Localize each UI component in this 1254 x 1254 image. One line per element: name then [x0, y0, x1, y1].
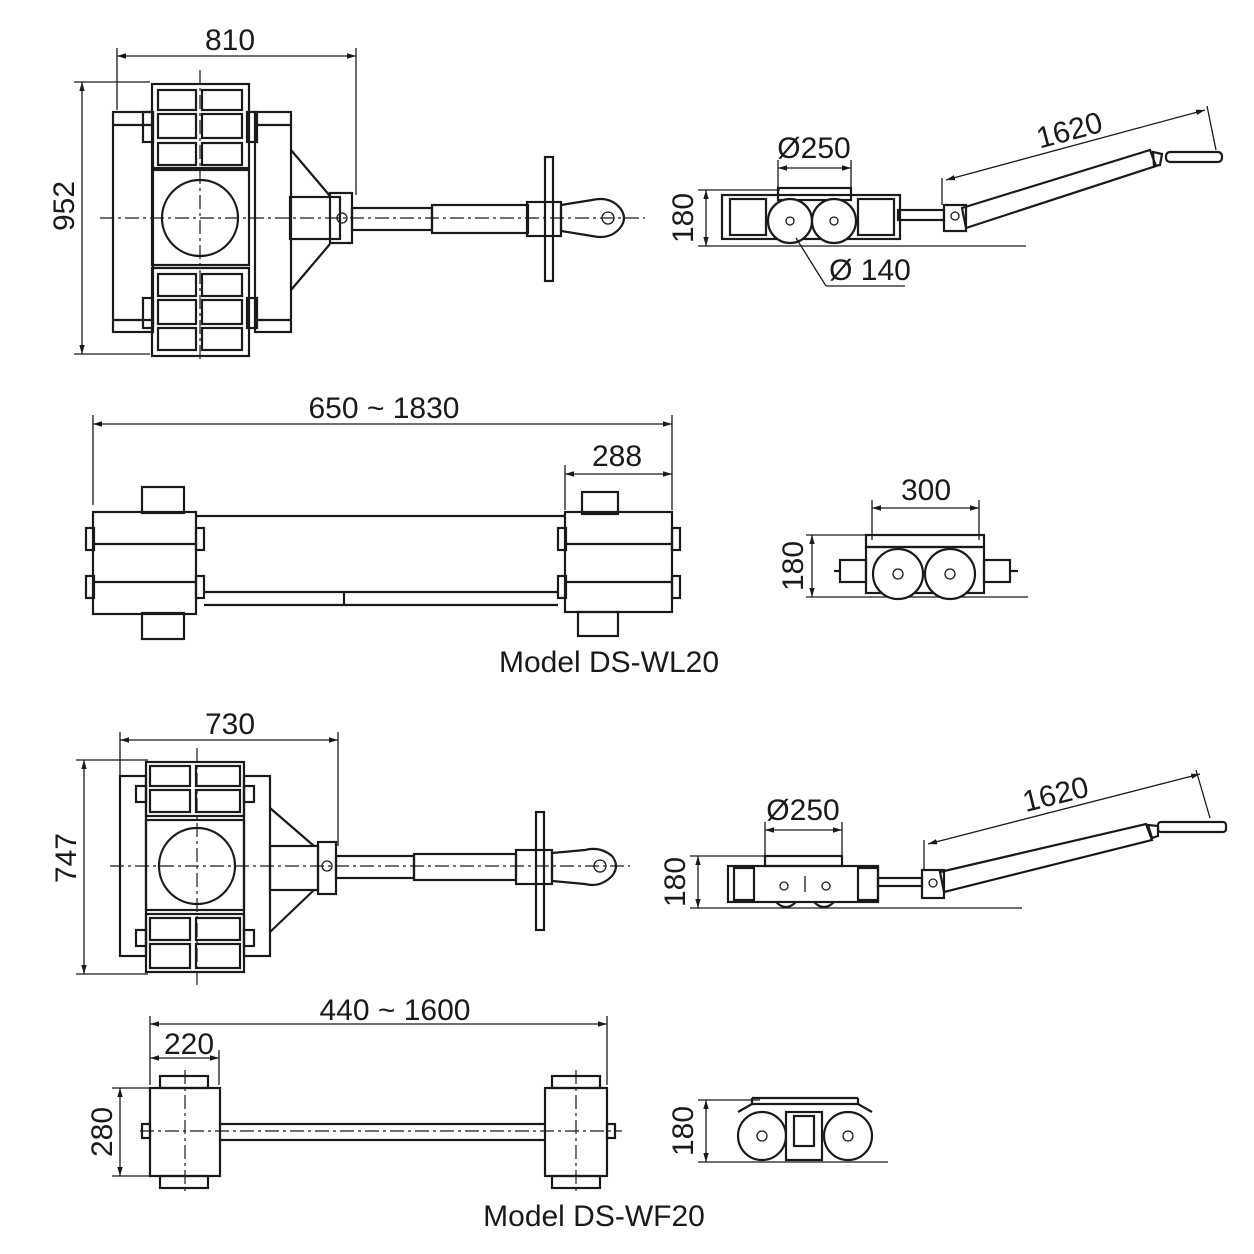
wf20-bottom-height-dim: 280	[86, 1107, 119, 1157]
wf20-end-height-dim: 180	[667, 1106, 700, 1156]
wl20-end-view: 300 180	[777, 474, 1028, 601]
wf20-handle-length: 1620	[1019, 771, 1092, 819]
wf20-end-view: 180	[667, 1096, 888, 1163]
wl20-end-height-dim: 180	[777, 541, 810, 591]
wl20-module-dim: 288	[592, 440, 642, 473]
wf20-top-width-dim: 730	[205, 708, 255, 741]
wf20-caption: Model DS-WF20	[483, 1200, 705, 1233]
wl20-top-height-dim: 952	[48, 181, 81, 231]
wl20-caption: Model DS-WL20	[499, 646, 719, 679]
wl20-side-height-dim: 180	[667, 193, 700, 243]
wl20-span-dim: 650 ~ 1830	[309, 392, 460, 425]
wf20-span-dim: 440 ~ 1600	[320, 994, 471, 1027]
wf20-side-height-dim: 180	[659, 857, 692, 907]
wl20-top-view: 810 952	[48, 24, 645, 360]
wf20-bottom-view: 440 ~ 1600 220 280	[86, 994, 622, 1192]
wl20-handle-length: 1620	[1033, 106, 1106, 155]
wf20-module-dim: 220	[164, 1028, 214, 1061]
wf20-top-view: 730 747	[50, 708, 630, 985]
wl20-bottom-view: 650 ~ 1830 288	[84, 392, 682, 641]
wl20-wheel-diameter: Ø 140	[829, 254, 911, 287]
wl20-top-width-dim: 810	[205, 24, 255, 57]
wl20-end-width-dim: 300	[901, 474, 951, 507]
wf20-plate-diameter: Ø250	[766, 794, 839, 827]
wl20-side-view: Ø250 180 1620 Ø 140	[667, 105, 1224, 287]
wl20-plate-diameter: Ø250	[777, 132, 850, 165]
wf20-side-view: Ø250 180 1620	[659, 769, 1228, 909]
wf20-top-height-dim: 747	[50, 833, 83, 883]
